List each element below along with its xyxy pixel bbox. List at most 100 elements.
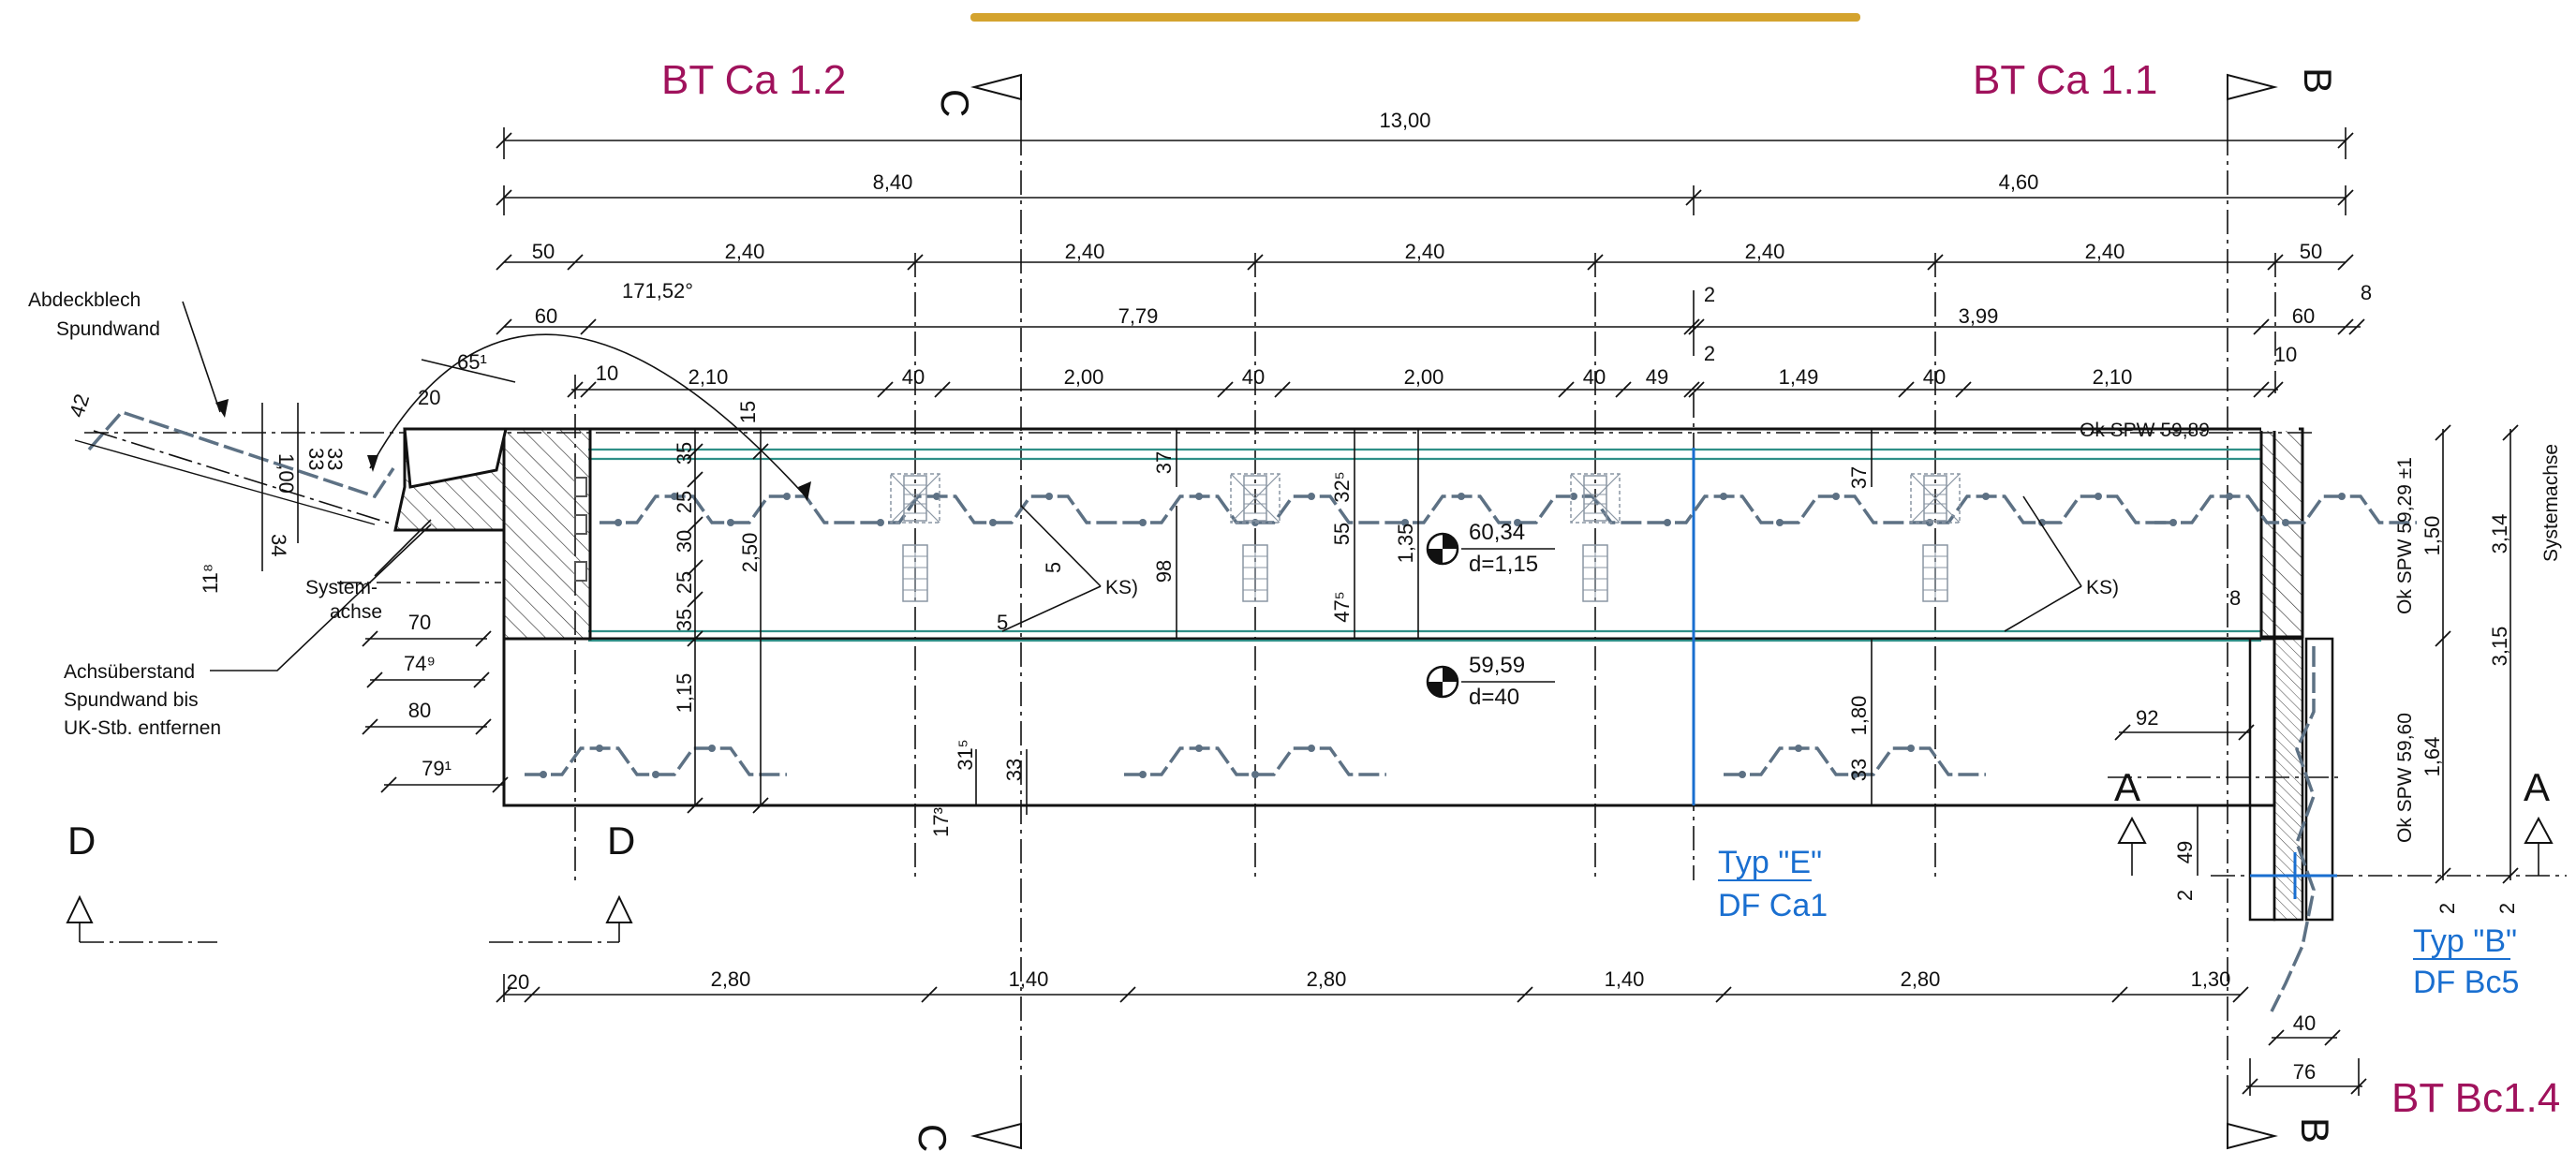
ok-spw-right-label-2: Ok SPW 59,60 (2394, 713, 2416, 843)
dimension-chain-overall: 13,00 (496, 109, 2354, 159)
svg-text:10: 10 (2274, 343, 2297, 366)
svg-text:30: 30 (673, 530, 696, 553)
svg-text:40: 40 (2293, 1011, 2316, 1035)
dimension-chain-split: 8,40 4,60 (496, 170, 2354, 215)
svg-text:2,00: 2,00 (1404, 365, 1444, 389)
svg-text:47⁵: 47⁵ (1330, 591, 1354, 623)
angle-annotation: 171,52° (367, 279, 811, 501)
svg-text:15: 15 (736, 401, 760, 423)
typ-e-label: Typ "E" DF Ca1 (1718, 845, 1828, 923)
svg-text:2,80: 2,80 (1901, 967, 1941, 991)
ok-spw-right-label-1: Ok SPW 59,29 ±1 (2394, 457, 2416, 614)
svg-text:34: 34 (267, 534, 290, 556)
svg-text:2,00: 2,00 (1064, 365, 1104, 389)
svg-text:60: 60 (535, 304, 557, 328)
svg-text:35: 35 (673, 609, 696, 631)
svg-text:1,49: 1,49 (1779, 365, 1819, 389)
svg-text:60,34: 60,34 (1469, 520, 1525, 545)
svg-text:2,40: 2,40 (1745, 240, 1785, 263)
svg-text:8: 8 (2361, 281, 2372, 304)
svg-text:2,40: 2,40 (1065, 240, 1105, 263)
svg-text:Abdeckblech: Abdeckblech (28, 289, 141, 311)
svg-text:A: A (2114, 765, 2140, 809)
svg-text:2,10: 2,10 (688, 365, 729, 389)
dimension-chain-row3: 50 2,40 2,40 2,40 2,40 2,40 50 (496, 240, 2354, 271)
svg-text:KS): KS) (1105, 577, 1138, 598)
title-banner-bar (970, 13, 1860, 22)
section-marker-c-bottom: C (910, 1086, 1022, 1151)
grid-axes (84, 131, 2567, 1086)
svg-text:40: 40 (1242, 365, 1265, 389)
vertical-dims-right: 1,50 1,64 3,14 3,15 8 92 49 2 2 2 (2114, 424, 2519, 914)
svg-text:50: 50 (532, 240, 555, 263)
svg-text:2,10: 2,10 (2093, 365, 2133, 389)
ks-annotations: KS) KS) (1001, 495, 2119, 632)
svg-text:C: C (933, 89, 977, 117)
svg-text:B: B (2293, 1117, 2337, 1144)
right-concrete-wall (2248, 427, 2337, 1012)
achsueberstand-label-2: Spundwand bis (64, 689, 199, 711)
svg-text:79¹: 79¹ (422, 757, 452, 780)
typ-b-label: Typ "B" DF Bc5 (2413, 923, 2519, 1000)
svg-text:1,64: 1,64 (2421, 737, 2444, 777)
svg-text:KS): KS) (2086, 577, 2119, 598)
svg-text:1,30: 1,30 (2191, 967, 2231, 991)
svg-text:2,50: 2,50 (738, 533, 762, 573)
section-marker-a-left: A (2114, 765, 2147, 876)
svg-text:55: 55 (1330, 523, 1354, 545)
level-marker-1: 60,34 d=1,15 (1426, 520, 1555, 577)
svg-text:2,40: 2,40 (1405, 240, 1445, 263)
level-marker-2: 59,59 d=40 (1426, 653, 1555, 710)
svg-text:d=40: d=40 (1469, 685, 1519, 710)
svg-text:17³: 17³ (929, 807, 953, 837)
dimension-chain-row4: 60 7,79 2 3,99 60 8 (496, 281, 2372, 356)
svg-text:59,59: 59,59 (1469, 653, 1525, 678)
svg-text:DF Bc5: DF Bc5 (2413, 965, 2519, 1000)
svg-text:60: 60 (2292, 304, 2315, 328)
dim-8-40: 8,40 (873, 170, 913, 194)
svg-text:92: 92 (2136, 706, 2158, 730)
svg-text:2: 2 (1704, 283, 1715, 306)
section-marker-b-top: B (2227, 67, 2340, 131)
svg-text:40: 40 (1583, 365, 1606, 389)
svg-text:76: 76 (2293, 1060, 2316, 1084)
achsueberstand-label-3: UK-Stb. entfernen (64, 717, 221, 739)
svg-text:DF Ca1: DF Ca1 (1718, 888, 1828, 923)
svg-text:20: 20 (507, 970, 529, 994)
svg-text:20: 20 (418, 386, 440, 409)
svg-text:31⁵: 31⁵ (954, 739, 977, 771)
section-marker-b-bottom: B (2227, 1086, 2337, 1150)
svg-text:11⁸: 11⁸ (199, 564, 222, 594)
svg-text:171,52°: 171,52° (622, 279, 693, 303)
svg-text:33: 33 (1847, 759, 1871, 781)
svg-text:2: 2 (2435, 903, 2459, 914)
svg-text:40: 40 (1923, 365, 1946, 389)
svg-text:2,40: 2,40 (2085, 240, 2125, 263)
svg-text:1,00: 1,00 (274, 453, 298, 494)
svg-text:80: 80 (408, 699, 431, 722)
dimension-chain-bottom: 20 2,80 1,40 2,80 1,40 2,80 1,30 (496, 967, 2249, 1003)
svg-text:D: D (67, 819, 96, 863)
achsueberstand-label-1: Achsüberstand (64, 661, 195, 683)
svg-text:35: 35 (673, 442, 696, 465)
section-marker-d-right: D (489, 819, 635, 943)
svg-text:Spundwand: Spundwand (56, 318, 160, 340)
dim-13-00: 13,00 (1379, 109, 1430, 132)
vertical-dims-left: 35 25 30 25 35 1,15 2,50 15 31⁵ 33 17³ 5… (673, 401, 1873, 837)
svg-text:33: 33 (323, 448, 347, 470)
svg-text:8: 8 (2229, 586, 2241, 610)
svg-text:37: 37 (1152, 451, 1176, 474)
svg-text:50: 50 (2300, 240, 2322, 263)
svg-text:1,15: 1,15 (673, 673, 696, 714)
svg-text:2: 2 (2495, 903, 2519, 914)
svg-text:B: B (2296, 67, 2340, 94)
building-label-bc14: BT Bc1.4 (2391, 1075, 2560, 1121)
svg-text:5: 5 (997, 611, 1008, 634)
svg-text:1,40: 1,40 (1605, 967, 1645, 991)
svg-text:1,50: 1,50 (2421, 516, 2444, 556)
dimension-chain-row5: 10 2,10 40 2,00 40 2,00 40 49 2 1,49 40 … (567, 342, 2297, 398)
svg-text:D: D (607, 819, 635, 863)
svg-text:70: 70 (408, 611, 431, 634)
dimension-chain-stair: 40 76 (2242, 1011, 2367, 1096)
